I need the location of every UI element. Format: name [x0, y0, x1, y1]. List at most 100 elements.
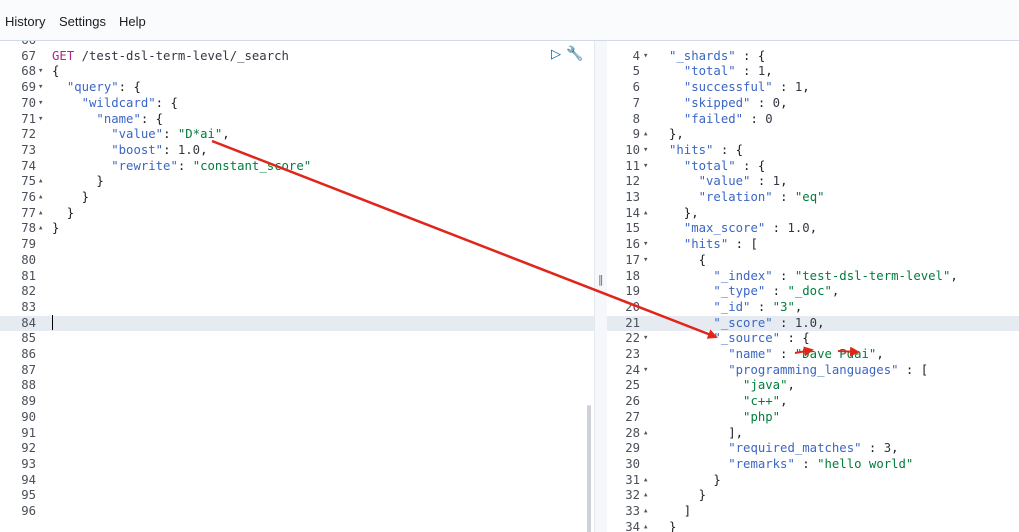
code-line[interactable]: 13 "relation" : "eq": [607, 190, 1019, 206]
menu-history[interactable]: History: [5, 14, 46, 29]
code-line[interactable]: 27 "php": [607, 410, 1019, 426]
fold-open-icon[interactable]: ▾: [38, 82, 44, 93]
code-line[interactable]: 24▾ "programming_languages" : [: [607, 363, 1019, 379]
fold-open-icon[interactable]: ▾: [38, 113, 44, 124]
code-line[interactable]: 21 "_score" : 1.0,: [607, 315, 1019, 332]
fold-open-icon[interactable]: ▾: [643, 50, 649, 61]
code-line[interactable]: [607, 41, 1019, 49]
code-line[interactable]: 91: [0, 426, 594, 442]
line-number: 23: [625, 347, 640, 361]
code-line[interactable]: 85: [0, 331, 594, 347]
code-line[interactable]: 25 "java",: [607, 378, 1019, 394]
code-line[interactable]: 66: [0, 41, 594, 49]
code-line[interactable]: 31▴ }: [607, 473, 1019, 489]
code-line[interactable]: 16▾ "hits" : [: [607, 237, 1019, 253]
code-line[interactable]: 74 "rewrite": "constant_score": [0, 159, 594, 175]
fold-open-icon[interactable]: ▾: [38, 97, 44, 108]
code-line[interactable]: 9▴},: [607, 127, 1019, 143]
fold-close-icon[interactable]: ▴: [643, 521, 649, 532]
menu-help[interactable]: Help: [119, 14, 146, 29]
code-line[interactable]: 90: [0, 410, 594, 426]
code-line[interactable]: 68▾{: [0, 64, 594, 80]
wrench-icon[interactable]: 🔧: [566, 46, 584, 62]
play-icon[interactable]: ▷: [551, 47, 561, 62]
fold-close-icon[interactable]: ▴: [643, 129, 649, 140]
code-line[interactable]: 34▴}: [607, 520, 1019, 532]
code-line[interactable]: 92: [0, 441, 594, 457]
code-line[interactable]: 28▴ ],: [607, 426, 1019, 442]
code-line[interactable]: 76▴ }: [0, 190, 594, 206]
code-line[interactable]: 23 "name" : "Dave Pdai",: [607, 347, 1019, 363]
drag-handle-icon[interactable]: ‖: [598, 273, 604, 286]
fold-close-icon[interactable]: ▴: [38, 207, 44, 218]
code-text: "_id" : "3",: [713, 299, 803, 314]
code-line[interactable]: 93: [0, 457, 594, 473]
code-line[interactable]: 95: [0, 488, 594, 504]
code-line[interactable]: 32▴ }: [607, 488, 1019, 504]
code-line[interactable]: 30 "remarks" : "hello world": [607, 457, 1019, 473]
fold-close-icon[interactable]: ▴: [643, 207, 649, 218]
code-line[interactable]: 78▴}: [0, 221, 594, 237]
code-line[interactable]: 4▾"_shards" : {: [607, 49, 1019, 65]
code-line[interactable]: 87: [0, 363, 594, 379]
code-line[interactable]: 72 "value": "D*ai",: [0, 127, 594, 143]
code-line[interactable]: 5 "total" : 1,: [607, 64, 1019, 80]
code-line[interactable]: 83: [0, 300, 594, 316]
code-line[interactable]: 22▾ "_source" : {: [607, 331, 1019, 347]
fold-close-icon[interactable]: ▴: [643, 474, 649, 485]
code-line[interactable]: 84: [0, 315, 594, 332]
code-line[interactable]: 8 "failed" : 0: [607, 112, 1019, 128]
code-line[interactable]: 88: [0, 378, 594, 394]
request-scrollbar[interactable]: [587, 405, 591, 532]
code-line[interactable]: 6 "successful" : 1,: [607, 80, 1019, 96]
menu-settings[interactable]: Settings: [59, 14, 106, 29]
fold-open-icon[interactable]: ▾: [643, 364, 649, 375]
code-line[interactable]: 86: [0, 347, 594, 363]
request-editor[interactable]: 6667GET /test-dsl-term-level/_search68▾{…: [0, 41, 594, 532]
fold-open-icon[interactable]: ▾: [38, 66, 44, 77]
fold-open-icon[interactable]: ▾: [643, 160, 649, 171]
code-line[interactable]: 33▴ ]: [607, 504, 1019, 520]
fold-close-icon[interactable]: ▴: [38, 192, 44, 202]
code-line[interactable]: 20 "_id" : "3",: [607, 300, 1019, 316]
code-line[interactable]: 79: [0, 237, 594, 253]
code-line[interactable]: 82: [0, 284, 594, 300]
code-line[interactable]: 73 "boost": 1.0,: [0, 143, 594, 159]
fold-close-icon[interactable]: ▴: [643, 506, 649, 516]
code-line[interactable]: 10▾"hits" : {: [607, 143, 1019, 159]
code-line[interactable]: 80: [0, 253, 594, 269]
code-line[interactable]: 77▴ }: [0, 206, 594, 222]
code-line[interactable]: 19 "_type" : "_doc",: [607, 284, 1019, 300]
code-line[interactable]: 18 "_index" : "test-dsl-term-level",: [607, 269, 1019, 285]
line-number: 86: [21, 347, 36, 361]
code-line[interactable]: 12 "value" : 1,: [607, 174, 1019, 190]
fold-close-icon[interactable]: ▴: [643, 427, 649, 438]
fold-open-icon[interactable]: ▾: [643, 144, 649, 155]
fold-open-icon[interactable]: ▾: [643, 333, 649, 344]
code-line[interactable]: 96: [0, 504, 594, 520]
fold-open-icon[interactable]: ▾: [643, 239, 649, 250]
text-cursor: [52, 315, 53, 330]
line-number: 32: [625, 488, 640, 503]
code-line[interactable]: 14▴ },: [607, 206, 1019, 222]
response-viewer[interactable]: 4▾"_shards" : {5 "total" : 1,6 "successf…: [607, 41, 1019, 532]
code-line[interactable]: 75▴ }: [0, 174, 594, 190]
code-line[interactable]: 89: [0, 394, 594, 410]
code-line[interactable]: 26 "c++",: [607, 394, 1019, 410]
code-line[interactable]: 15 "max_score" : 1.0,: [607, 221, 1019, 237]
code-line[interactable]: 70▾ "wildcard": {: [0, 96, 594, 112]
code-line[interactable]: 29 "required_matches" : 3,: [607, 441, 1019, 457]
fold-open-icon[interactable]: ▾: [643, 254, 649, 265]
code-line[interactable]: 71▾ "name": {: [0, 112, 594, 128]
code-line[interactable]: 11▾ "total" : {: [607, 159, 1019, 175]
fold-close-icon[interactable]: ▴: [38, 176, 44, 187]
code-line[interactable]: 81: [0, 269, 594, 285]
code-line[interactable]: 69▾ "query": {: [0, 80, 594, 96]
fold-close-icon[interactable]: ▴: [38, 223, 44, 234]
code-text: "value" : 1,: [698, 174, 788, 189]
code-line[interactable]: 17▾ {: [607, 253, 1019, 269]
code-line[interactable]: 94: [0, 473, 594, 489]
fold-close-icon[interactable]: ▴: [643, 490, 649, 501]
code-line[interactable]: 7 "skipped" : 0,: [607, 96, 1019, 112]
